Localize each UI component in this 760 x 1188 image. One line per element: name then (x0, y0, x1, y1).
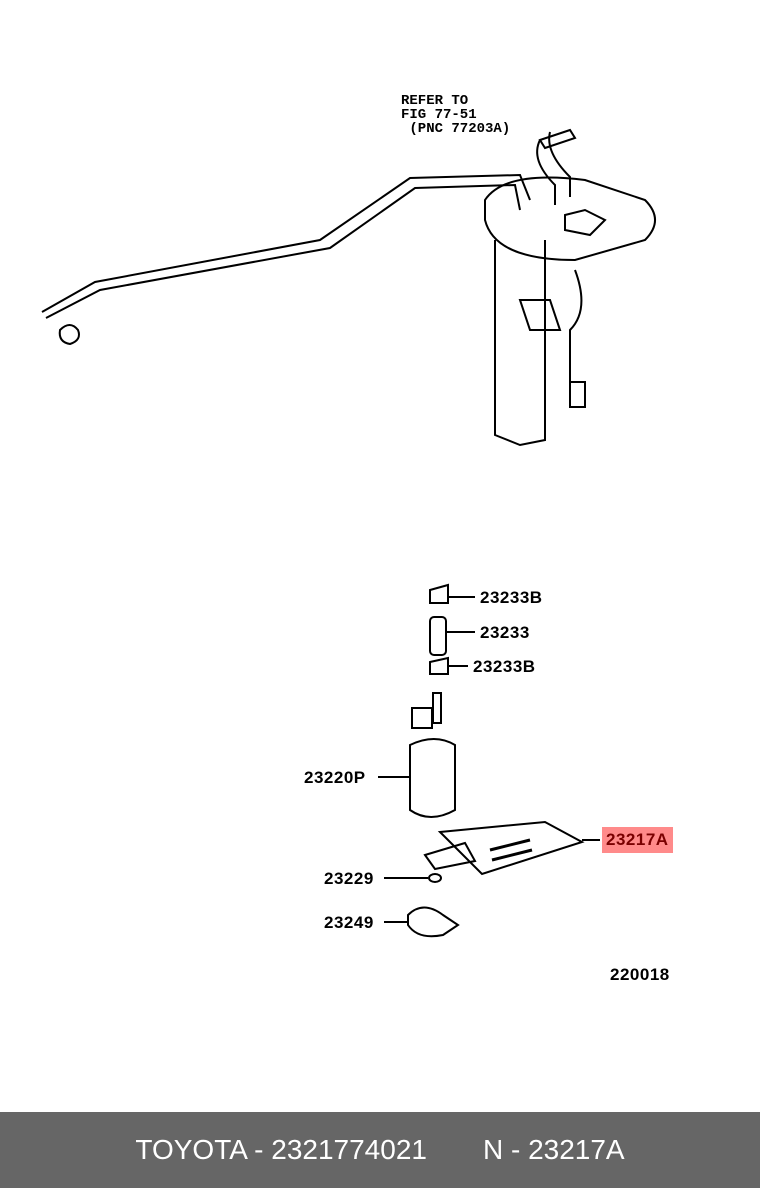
reference-note: REFER TO FIG 77-51 (PNC 77203A) (401, 94, 510, 136)
callout-23249[interactable]: 23249 (324, 913, 374, 932)
footer-bar: TOYOTA - 2321774021 N - 23217A (0, 1112, 760, 1188)
fuel-suction-filter-drawing (423, 820, 600, 876)
callout-23217A-highlighted[interactable]: 23217A (602, 827, 673, 853)
filler-hose-parts-drawing (429, 583, 475, 675)
callout-23233B-bottom[interactable]: 23233B (473, 657, 536, 676)
callout-23220P[interactable]: 23220P (304, 768, 366, 787)
callout-23233B-top[interactable]: 23233B (480, 588, 543, 607)
fuel-pump-assembly-drawing (41, 128, 656, 447)
reference-number: N - 23217A (482, 1134, 625, 1165)
reference-note-line: (PNC 77203A) (401, 121, 511, 137)
reference-note-line: FIG 77-51 (401, 107, 477, 123)
diagram-drawing (41, 128, 656, 938)
brand-part-number: TOYOTA - 2321774021 (135, 1134, 427, 1165)
callout-23233[interactable]: 23233 (480, 623, 530, 642)
callout-23229[interactable]: 23229 (324, 869, 374, 888)
figure-id: 220018 (610, 965, 670, 984)
reference-note-line: REFER TO (401, 93, 469, 109)
fuel-pump-drawing (378, 692, 456, 818)
small-parts-drawing (384, 873, 460, 938)
